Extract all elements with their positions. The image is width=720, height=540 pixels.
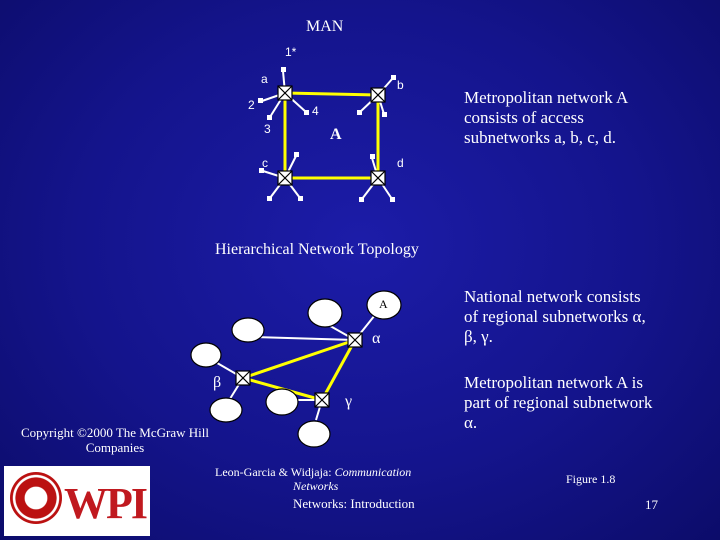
- section-title: Hierarchical Network Topology: [215, 241, 419, 258]
- regional-switch-gamma: [314, 392, 330, 408]
- wpi-seal-icon: [10, 472, 62, 524]
- metro-network: [258, 67, 396, 202]
- wpi-logo-text: WPI: [64, 479, 148, 528]
- regional-description: Metropolitan network A is part of region…: [464, 373, 653, 432]
- label-cloud-A: A: [379, 297, 388, 311]
- label-beta: β: [213, 374, 222, 391]
- metro-description: Metropolitan network A consists of acces…: [464, 88, 628, 147]
- metro-switch-b: [370, 87, 386, 103]
- label-c: c: [262, 156, 268, 170]
- regional-subnetwork-clouds: [190, 290, 402, 448]
- course-title: Networks: Introduction: [293, 496, 415, 511]
- label-gamma: γ: [345, 393, 353, 410]
- metro-access-hosts: [258, 67, 396, 202]
- label-2: 2: [248, 98, 255, 112]
- metro-switch-a: [277, 85, 293, 101]
- copyright-notice: Copyright ©2000 The McGraw Hill Companie…: [20, 425, 209, 455]
- figure-label: Figure 1.8: [566, 472, 616, 486]
- citation: Leon-Garcia & Widjaja: Communication Net…: [215, 465, 425, 493]
- citation-book-title-line2: Networks: [293, 479, 339, 493]
- page-number: 17: [645, 497, 658, 512]
- citation-book-title: Communication: [334, 465, 412, 479]
- regional-network: [190, 290, 402, 448]
- wpi-logo: WPI: [4, 466, 150, 536]
- label-3: 3: [264, 122, 271, 136]
- label-alpha: α: [372, 330, 381, 347]
- label-1star: 1*: [285, 45, 297, 59]
- metro-switch-d: [370, 170, 386, 186]
- label-metro-A: A: [330, 126, 342, 143]
- label-4: 4: [312, 104, 319, 118]
- label-a: a: [261, 72, 268, 86]
- regional-switch-beta: [235, 370, 251, 386]
- label-b: b: [397, 78, 404, 92]
- national-description: National network consists of regional su…: [464, 287, 646, 346]
- regional-links: [242, 338, 357, 402]
- slide-title: MAN: [306, 18, 344, 35]
- citation-authors: Leon-Garcia & Widjaja:: [215, 465, 335, 479]
- label-d: d: [397, 156, 404, 170]
- metro-switch-c: [277, 170, 293, 186]
- regional-switch-alpha: [347, 332, 363, 348]
- metro-ring-links: [283, 91, 380, 180]
